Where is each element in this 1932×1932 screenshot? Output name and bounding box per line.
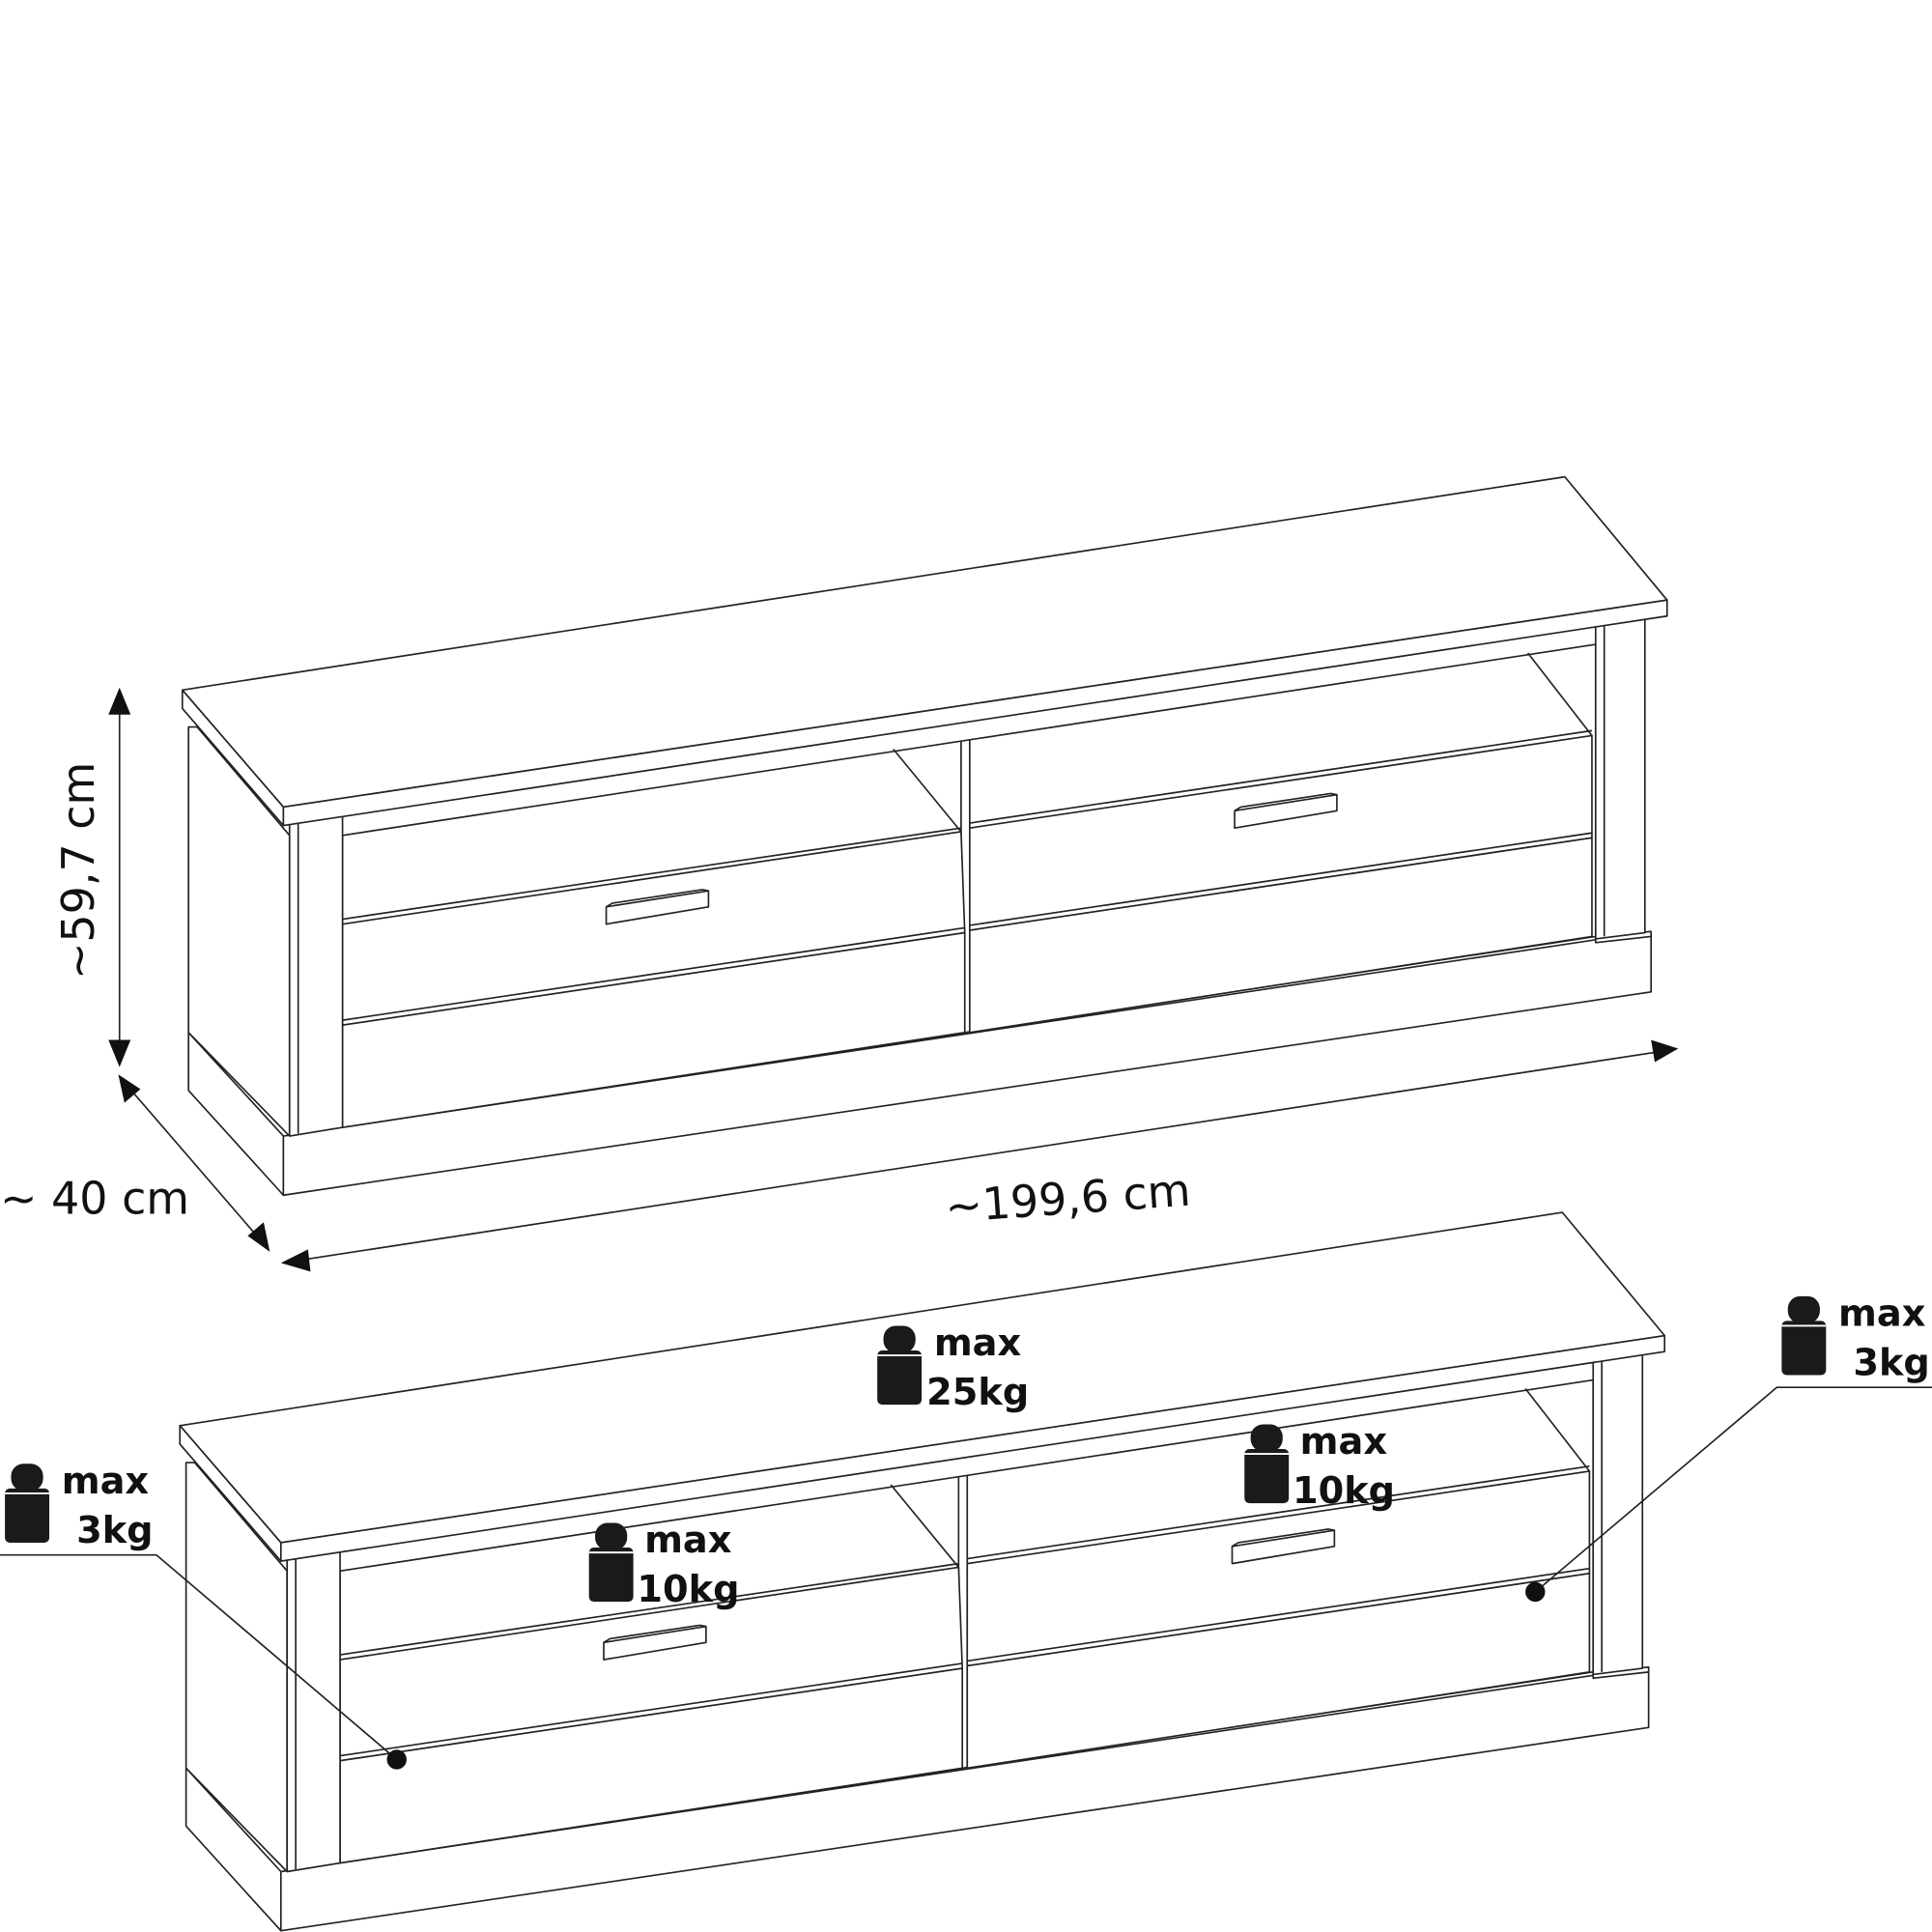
weight-icon <box>1243 1423 1291 1505</box>
svg-text:10kg: 10kg <box>1293 1469 1395 1513</box>
svg-text:10kg: 10kg <box>637 1568 739 1611</box>
height-label: ~59,7 cm <box>52 762 104 980</box>
depth-dimension-arrow <box>118 1074 270 1252</box>
load-right-drawer: max 3kg <box>1780 1292 1930 1384</box>
svg-text:max: max <box>934 1321 1022 1365</box>
weight-icon <box>587 1521 635 1604</box>
tv-unit-load-view <box>179 1211 1666 1932</box>
right-drawer-point <box>1525 1581 1546 1603</box>
weight-icon <box>4 1463 50 1544</box>
load-right-shelf: max 10kg <box>1243 1420 1395 1513</box>
svg-text:max: max <box>1838 1292 1926 1335</box>
svg-text:25kg: 25kg <box>926 1371 1029 1414</box>
left-drawer-leader <box>0 1553 407 1770</box>
svg-text:max: max <box>644 1519 732 1562</box>
tv-unit-dimension-view <box>181 475 1668 1197</box>
load-left-shelf: max 10kg <box>587 1519 739 1611</box>
width-label: ~199,6 cm <box>944 1164 1193 1234</box>
right-drawer-leader <box>1525 1386 1932 1603</box>
depth-label: ~ 40 cm <box>0 1172 189 1224</box>
left-drawer-point <box>386 1749 407 1770</box>
weight-icon <box>1780 1294 1828 1377</box>
weight-icon <box>876 1324 923 1406</box>
width-dimension-arrow <box>280 1039 1679 1272</box>
svg-text:3kg: 3kg <box>76 1509 153 1552</box>
svg-text:3kg: 3kg <box>1853 1341 1929 1384</box>
svg-text:max: max <box>1300 1420 1388 1463</box>
load-left-drawer: max 3kg <box>4 1460 154 1552</box>
svg-text:max: max <box>62 1460 150 1503</box>
height-dimension-arrow <box>108 687 131 1067</box>
load-top: max 25kg <box>876 1321 1029 1414</box>
